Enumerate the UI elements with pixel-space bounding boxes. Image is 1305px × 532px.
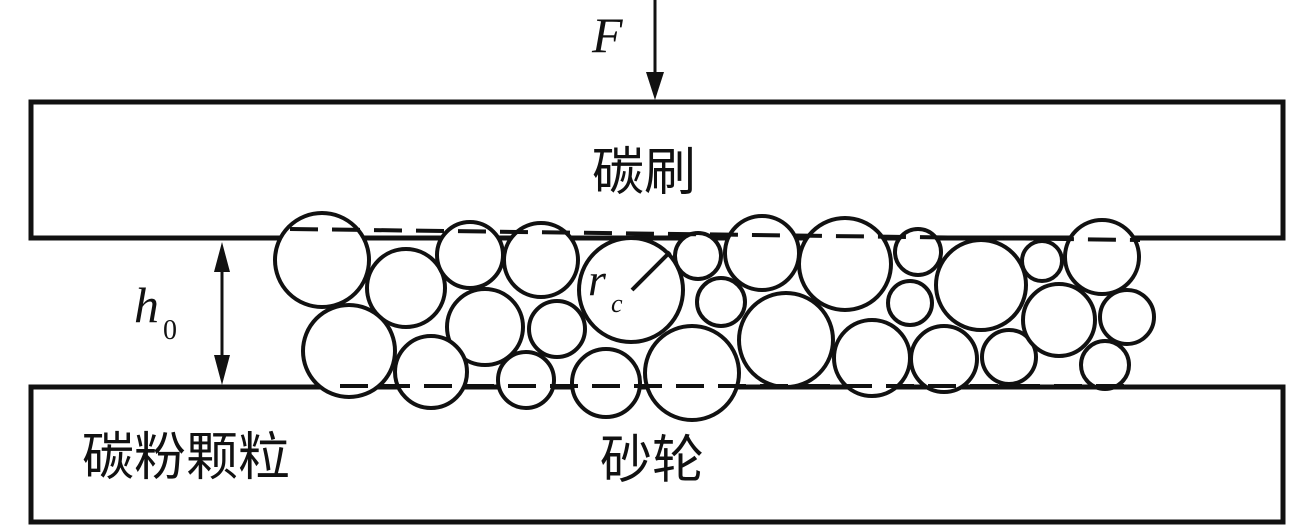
carbon-particle [1020,239,1064,283]
carbon-particle [1079,339,1131,391]
radius-label: r [588,254,607,305]
carbon-particle [909,324,979,394]
radius-subscript: c [611,289,623,318]
carbon-brush-block [28,99,1286,241]
gap-height-subscript: 0 [163,315,177,346]
grinding-wheel-label: 砂轮 [600,431,704,491]
carbon-particle [886,279,934,327]
carbon-particle [723,214,801,292]
carbon-particle [643,324,741,422]
particle-layer [273,211,1156,422]
carbon-particle [737,291,835,389]
carbon-brush-label: 碳刷 [592,143,696,203]
carbon-particle [1021,282,1097,358]
gap-arrowhead-bottom [214,355,230,385]
carbon-particle [695,276,747,328]
carbon-particles-label: 碳粉颗粒 [82,428,290,488]
carbon-particle [797,216,893,312]
radius-line [630,250,672,292]
carbon-particle [273,211,371,309]
force-arrowhead [646,72,664,100]
carbon-particle [1063,218,1141,296]
carbon-particle [301,303,397,399]
grinding-wheel-block [28,384,1286,525]
carbon-particle [445,287,525,367]
carbon-particle [1098,288,1156,346]
carbon-particle [393,334,469,410]
force-label: F [591,7,623,63]
carbon-particle [527,299,587,359]
carbon-particle [980,328,1038,386]
upper-dashed-line [289,227,1141,242]
gap-arrowhead-top [214,242,230,272]
carbon-particle [502,221,580,299]
carbon-particle [934,238,1028,332]
carbon-particle [673,231,723,281]
carbon-particle [496,350,556,410]
carbon-particle [570,347,642,419]
gap-height-label: h [134,277,159,333]
carbon-particle [365,247,447,329]
carbon-particle [893,227,943,277]
